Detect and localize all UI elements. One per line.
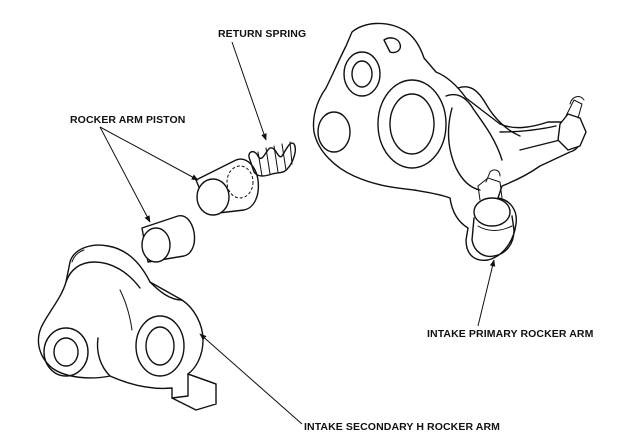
return-spring <box>248 141 297 177</box>
rocker-arm-piston-label: ROCKER ARM PISTON <box>70 114 186 126</box>
rocker-arm-piston-small <box>141 215 196 263</box>
leader-lines <box>99 41 496 425</box>
intake-secondary-rocker-arm-label: INTAKE SECONDARY H ROCKER ARM <box>304 421 500 433</box>
rocker-arm-piston-large <box>195 158 260 216</box>
intake-primary-rocker-arm <box>312 22 587 261</box>
intake-secondary-rocker-arm <box>37 244 217 411</box>
intake-primary-rocker-arm-label: INTAKE PRIMARY ROCKER ARM <box>427 328 594 340</box>
return-spring-label: RETURN SPRING <box>218 28 307 40</box>
